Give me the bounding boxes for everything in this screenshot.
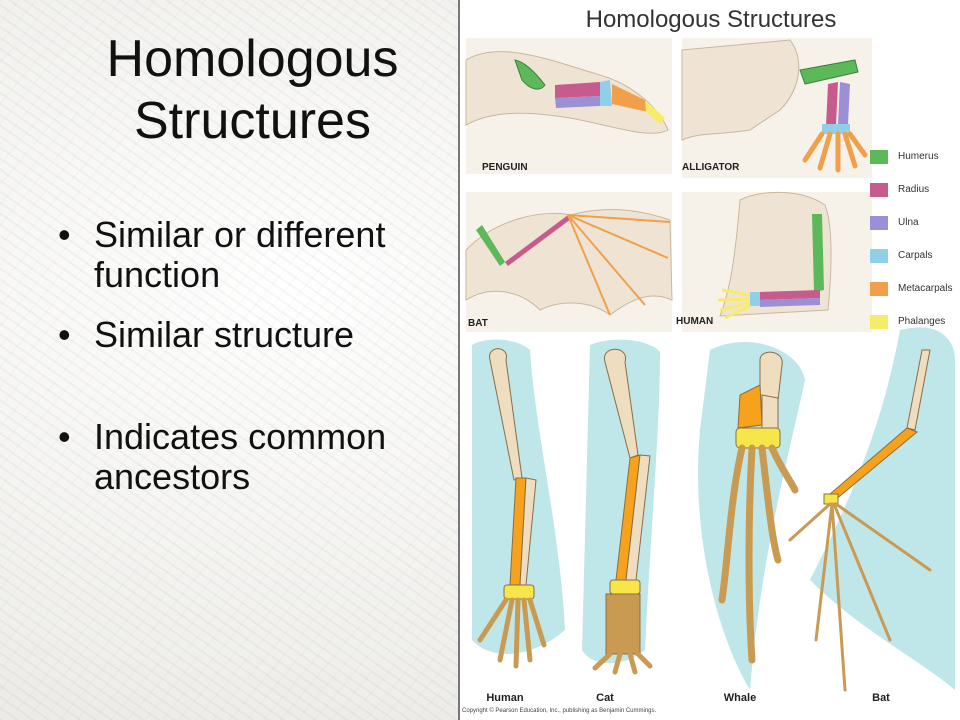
bullet-list: Similar or different function Similar st… xyxy=(58,215,458,497)
bat-wing-illustration xyxy=(465,192,673,332)
legend-swatch xyxy=(870,315,888,329)
legend-swatch xyxy=(870,183,888,197)
legend-label: Phalanges xyxy=(898,316,946,327)
legend-label: Carpals xyxy=(898,250,933,261)
figure-title: Homologous Structures xyxy=(585,6,837,33)
bottom-limb-silhouettes xyxy=(472,327,955,690)
copyright-notice: Copyright © Pearson Education, Inc., pub… xyxy=(462,708,657,714)
legend-label: Ulna xyxy=(898,217,919,228)
cat-leg-bones xyxy=(592,348,653,675)
whale-flipper-bones xyxy=(718,351,799,664)
slide-title: Homologous Structures xyxy=(0,28,505,152)
human-arm-illustration xyxy=(682,191,872,332)
label-human-bottom: Human xyxy=(486,692,524,704)
legend-swatch xyxy=(870,282,888,296)
alligator-illustration xyxy=(681,38,872,178)
bullet-item: Similar structure xyxy=(58,315,458,356)
label-whale: Whale xyxy=(723,692,757,704)
label-penguin: PENGUIN xyxy=(482,162,528,173)
limb-diagrams xyxy=(465,38,955,692)
bullet-item: Indicates common ancestors xyxy=(58,417,458,497)
slide-title-line-1: Homologous xyxy=(106,30,399,88)
penguin-illustration xyxy=(465,38,672,174)
bullet-item: Similar or different function xyxy=(58,215,458,295)
legend-swatch xyxy=(870,150,888,164)
label-human-top: HUMAN xyxy=(676,316,714,327)
legend-swatch xyxy=(870,249,888,263)
label-cat: Cat xyxy=(596,692,614,704)
legend-label: Humerus xyxy=(898,151,939,162)
legend-swatch xyxy=(870,216,888,230)
slide-title-line-2: Structures xyxy=(134,92,371,150)
legend-label: Radius xyxy=(898,184,930,195)
label-bat-bottom: Bat xyxy=(872,692,890,704)
homologous-structures-figure: Homologous Structures xyxy=(458,0,960,720)
bat-wing-bones xyxy=(788,349,932,692)
human-arm-bones xyxy=(477,348,547,669)
legend-label: Metacarpals xyxy=(898,283,953,294)
label-bat-top: BAT xyxy=(468,318,488,329)
label-alligator: ALLIGATOR xyxy=(682,162,740,173)
